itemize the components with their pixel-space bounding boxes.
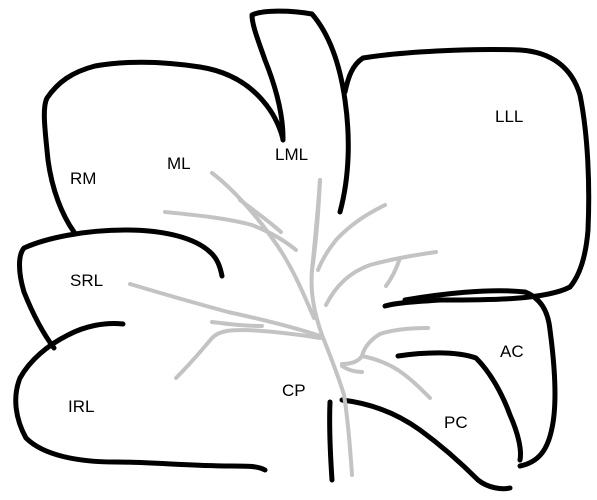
vessel-to-ac [342, 328, 428, 364]
accessory-lobe-outline [405, 291, 555, 466]
vessel-to-pc [362, 356, 430, 398]
vessel-to-irl [176, 330, 320, 378]
vessel-to-lml [312, 180, 320, 270]
inferior-right-lobe-outline [16, 323, 265, 470]
vessel-srl-branch [212, 322, 262, 326]
label-ml: ML [167, 155, 191, 172]
caudate-inner-outline [398, 353, 521, 460]
vessel-to-srl [130, 284, 320, 336]
left-lateral-lobe-outline [345, 49, 589, 306]
label-lll: LLL [495, 108, 523, 125]
label-ac: AC [500, 343, 524, 360]
vessel-to-ml [212, 173, 314, 318]
label-irl: IRL [68, 398, 94, 415]
label-rm: RM [70, 170, 96, 187]
label-lml: LML [275, 146, 308, 163]
label-cp: CP [282, 382, 306, 399]
left-medial-lobe-outline [252, 11, 348, 212]
caudal-stalk-left [330, 402, 332, 480]
vessel-to-lll [318, 205, 385, 270]
superior-right-lobe-outline [20, 230, 223, 348]
posterior-caudate-outline [342, 400, 510, 489]
vessel-pc-fork [342, 366, 362, 372]
label-srl: SRL [70, 272, 103, 289]
label-pc: PC [444, 414, 468, 431]
